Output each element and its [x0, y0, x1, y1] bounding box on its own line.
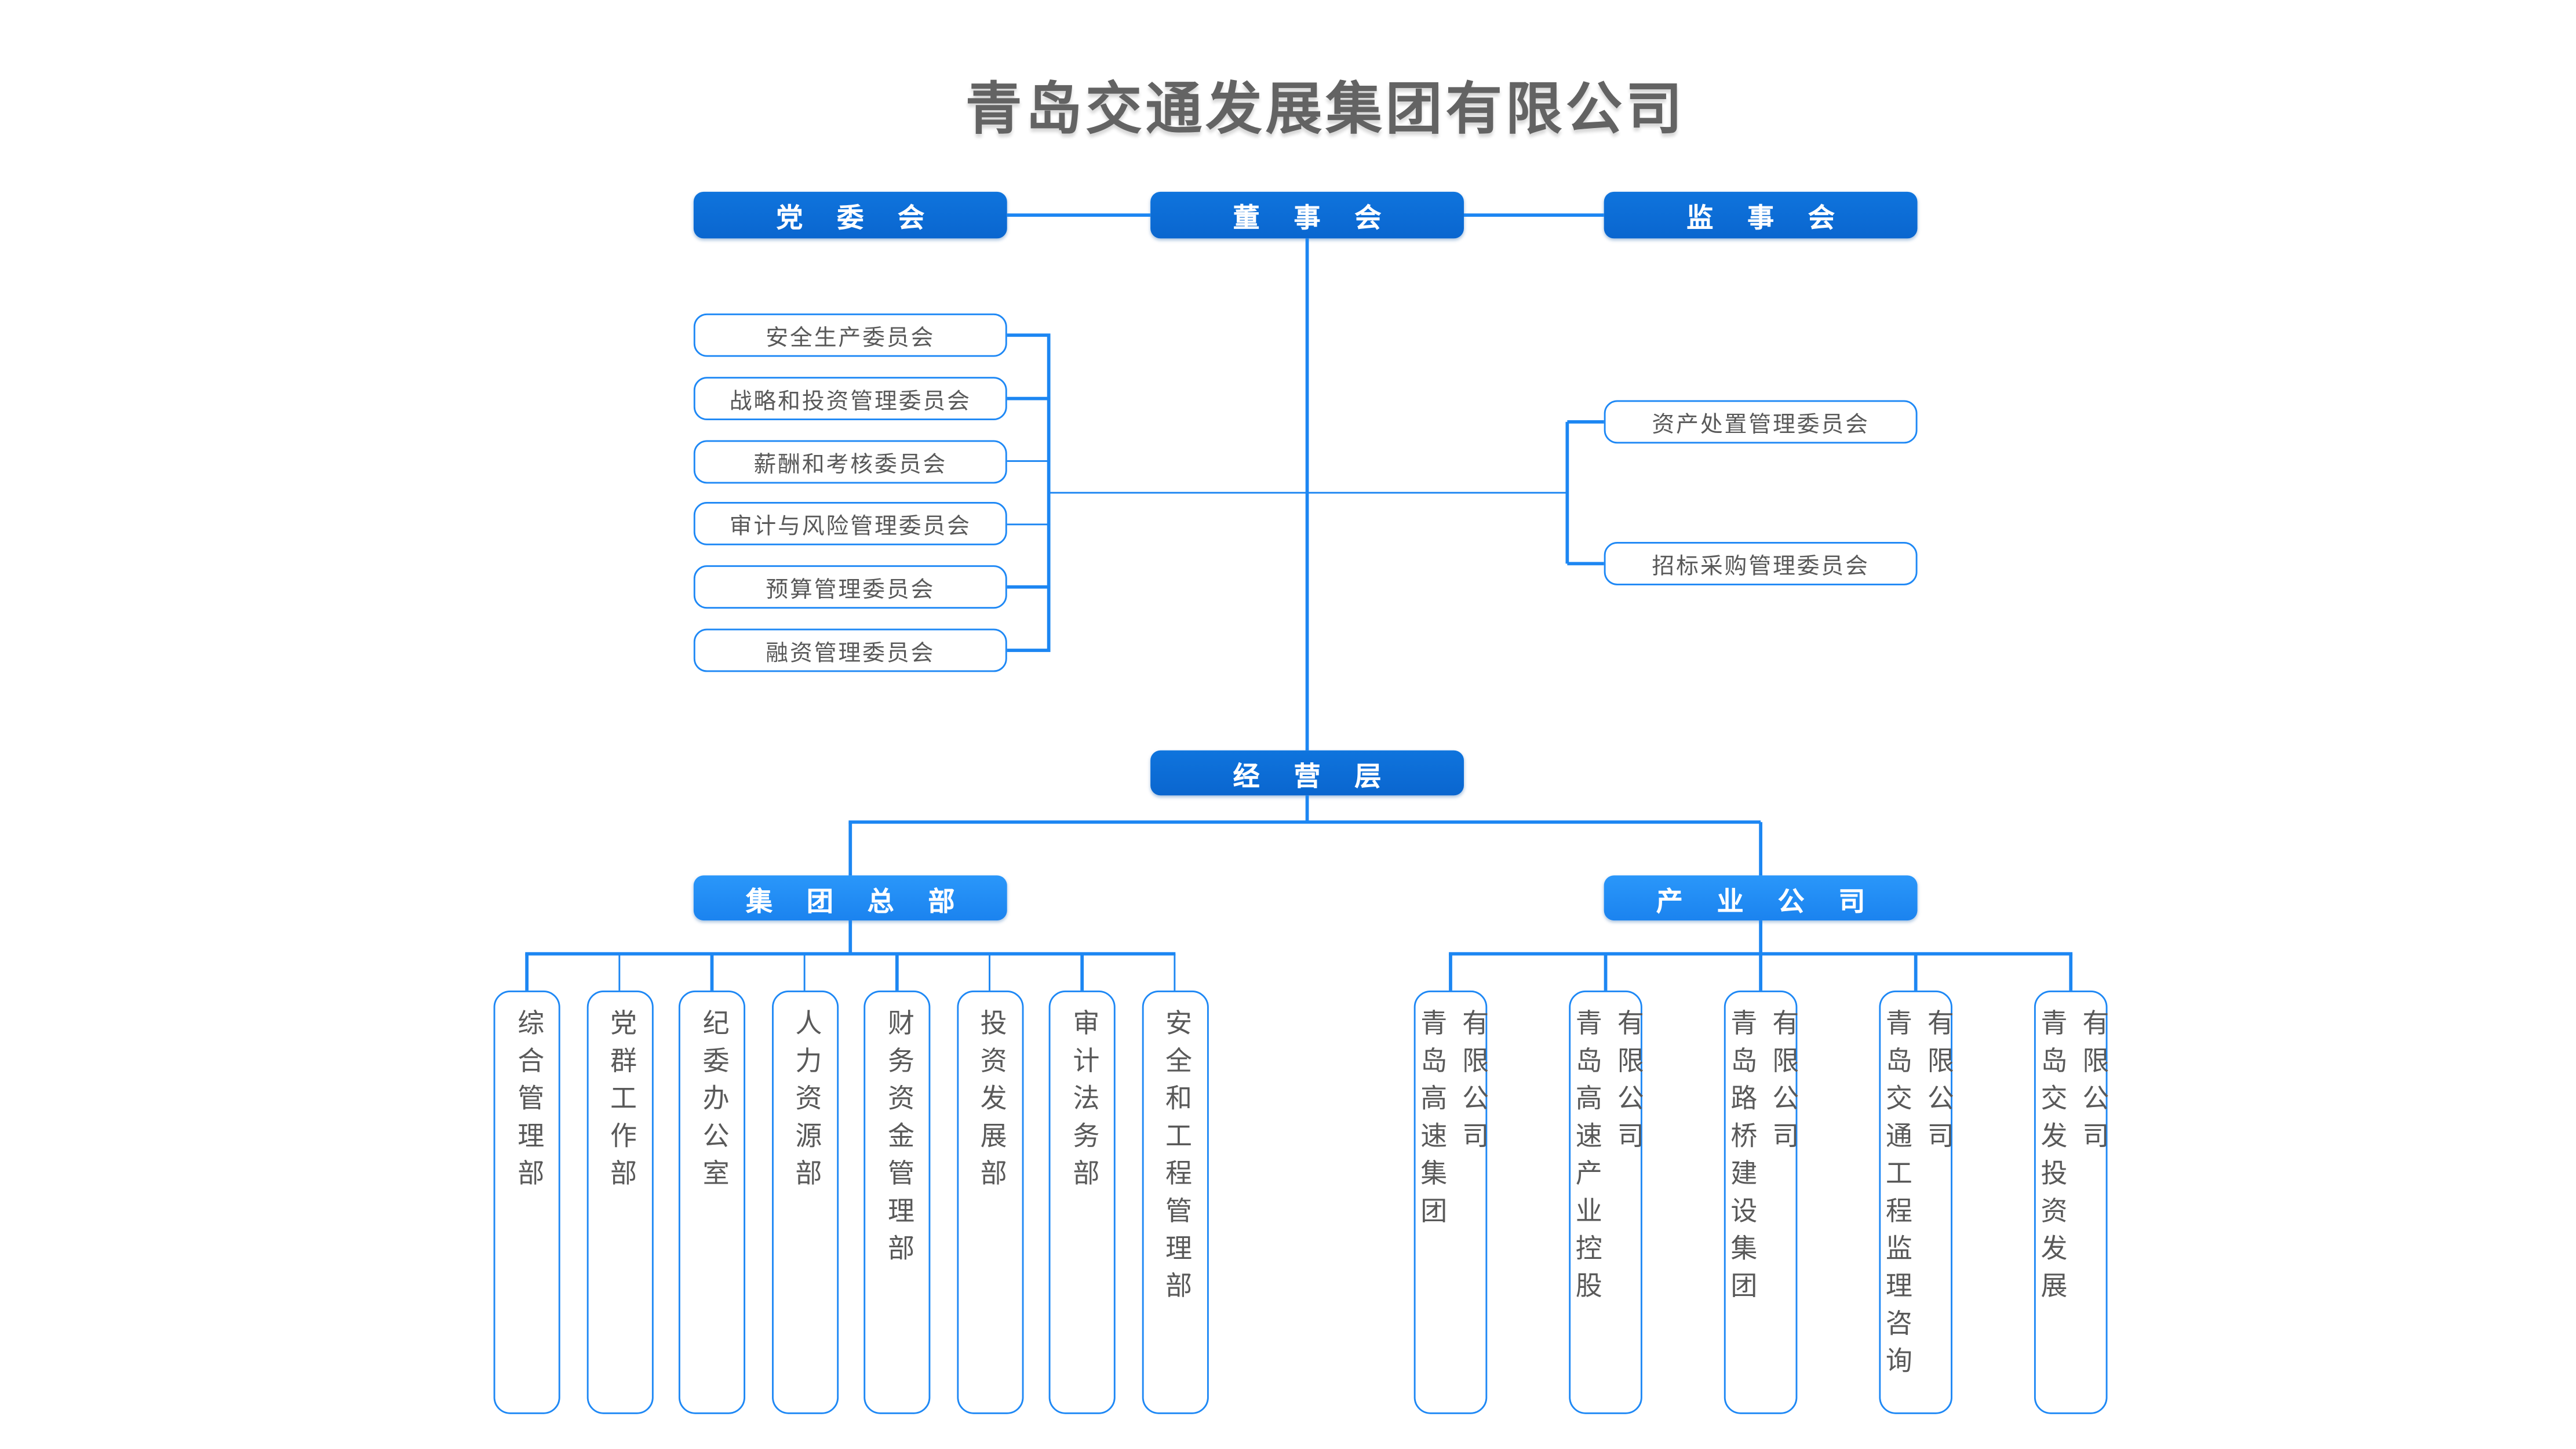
- connector: [1007, 460, 1051, 463]
- dept-label: 纪委办公室: [698, 1009, 726, 1197]
- connector: [1306, 795, 1309, 822]
- connector: [1007, 523, 1051, 526]
- company-qingdao-expressway-group: 青岛高速集团 有限公司: [1413, 990, 1488, 1414]
- connector: [618, 953, 621, 991]
- company-name: 青岛交发投资发展: [2035, 1009, 2064, 1309]
- company-suffix: 有限公司: [1922, 1009, 1951, 1159]
- connector: [525, 952, 1176, 955]
- connector: [1080, 953, 1084, 991]
- dept-investment-development: 投资发展部: [956, 990, 1023, 1414]
- connector: [1007, 333, 1051, 337]
- connector: [1759, 920, 1762, 954]
- committee-audit-risk: 审计与风险管理委员会: [693, 503, 1007, 546]
- connector-spine: [1306, 238, 1309, 751]
- company-name: 青岛高速集团: [1415, 1009, 1444, 1234]
- page-title: 青岛交通发展集团有限公司: [965, 78, 1686, 142]
- connector: [848, 920, 852, 954]
- connector: [1914, 953, 1917, 991]
- connector: [1567, 562, 1604, 565]
- company-qingdao-expressway-industry-holding: 青岛高速产业控股 有限公司: [1569, 990, 1642, 1414]
- dept-label: 投资发展部: [975, 1009, 1004, 1197]
- company-suffix: 有限公司: [1767, 1009, 1796, 1159]
- connector: [1007, 396, 1051, 400]
- dept-label: 财务资金管理部: [883, 1009, 912, 1272]
- company-suffix: 有限公司: [1612, 1009, 1641, 1159]
- node-industry-companies: 产 业 公 司: [1604, 875, 1918, 921]
- dept-safety-engineering-management: 安全和工程管理部: [1141, 990, 1208, 1414]
- node-board-of-directors: 董 事 会: [1150, 191, 1464, 239]
- company-qingdao-jiaofa-investment-development: 青岛交发投资发展 有限公司: [2034, 990, 2108, 1414]
- node-management-layer: 经 营 层: [1150, 750, 1464, 796]
- committee-bidding-procurement: 招标采购管理委员会: [1604, 542, 1918, 585]
- committee-strategy-investment: 战略和投资管理委员会: [693, 376, 1007, 420]
- connector: [1567, 420, 1604, 424]
- company-name: 青岛高速产业控股: [1571, 1009, 1599, 1309]
- node-party-committee: 党 委 会: [693, 191, 1007, 239]
- connector: [1047, 335, 1050, 651]
- connector: [1759, 953, 1762, 991]
- dept-label: 党群工作部: [605, 1009, 634, 1197]
- connector: [1759, 822, 1762, 876]
- dept-human-resources: 人力资源部: [771, 990, 838, 1414]
- node-group-headquarters: 集 团 总 部: [693, 875, 1007, 921]
- committee-financing-management: 融资管理委员会: [693, 628, 1007, 672]
- dept-label: 人力资源部: [790, 1009, 819, 1197]
- connector: [1566, 421, 1569, 564]
- connector: [1007, 585, 1051, 589]
- dept-label: 综合管理部: [512, 1009, 541, 1197]
- connector: [1604, 953, 1607, 991]
- connector: [1173, 953, 1176, 991]
- node-supervisory-board: 监 事 会: [1604, 191, 1918, 239]
- dept-label: 安全和工程管理部: [1160, 1009, 1189, 1309]
- connector: [525, 953, 529, 991]
- connector: [711, 953, 713, 991]
- connector: [1048, 491, 1568, 494]
- connector: [2069, 953, 2072, 991]
- company-qingdao-road-bridge-construction-group: 青岛路桥建设集团 有限公司: [1724, 990, 1798, 1414]
- company-suffix: 有限公司: [1457, 1009, 1486, 1159]
- dept-audit-legal: 审计法务部: [1048, 990, 1116, 1414]
- company-name: 青岛交通工程监理咨询: [1881, 1009, 1910, 1384]
- committee-budget-management: 预算管理委员会: [693, 565, 1007, 609]
- company-suffix: 有限公司: [2077, 1009, 2106, 1159]
- dept-general-management: 综合管理部: [493, 990, 560, 1414]
- connector: [848, 822, 852, 876]
- connector: [988, 953, 991, 991]
- connector: [1449, 953, 1452, 991]
- connector: [1464, 213, 1604, 217]
- dept-label: 审计法务部: [1067, 1009, 1096, 1197]
- connector: [1007, 213, 1151, 217]
- connector: [895, 953, 899, 991]
- dept-discipline-inspection-office: 纪委办公室: [678, 990, 746, 1414]
- committee-compensation-appraisal: 薪酬和考核委员会: [693, 439, 1007, 483]
- dept-finance-funds-management: 财务资金管理部: [863, 990, 931, 1414]
- company-name: 青岛路桥建设集团: [1725, 1009, 1754, 1309]
- connector: [848, 821, 1761, 824]
- dept-party-mass-work: 党群工作部: [586, 990, 653, 1414]
- connector: [1449, 952, 2072, 955]
- committee-safety-production: 安全生产委员会: [693, 313, 1007, 357]
- company-qingdao-traffic-engineering-supervision-consulting: 青岛交通工程监理咨询 有限公司: [1879, 990, 1952, 1414]
- connector: [1007, 649, 1051, 652]
- connector: [803, 953, 806, 991]
- committee-asset-disposal: 资产处置管理委员会: [1604, 400, 1918, 444]
